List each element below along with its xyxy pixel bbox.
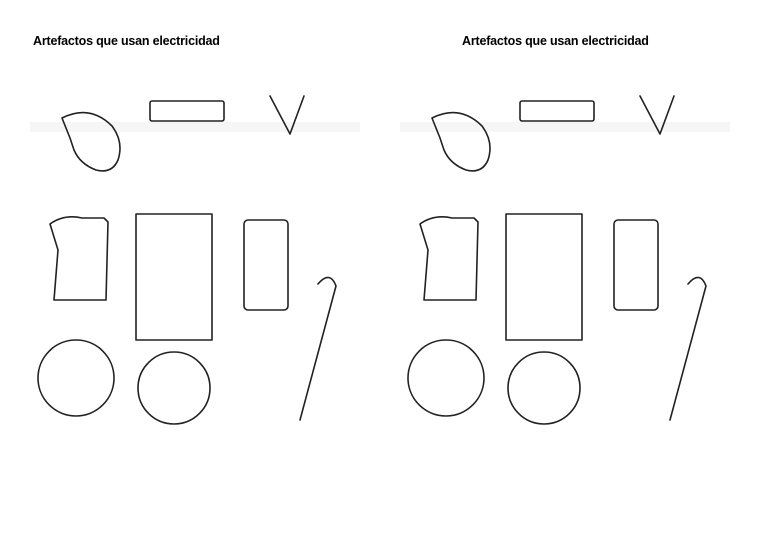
hand-mixer-icon (431, 111, 491, 172)
panel-title: Artefactos que usan electricidad (33, 34, 220, 48)
watermark (400, 122, 730, 132)
washing-machine-icon (135, 213, 213, 341)
worksheet-panel-left: Artefactos que usan electricidad (30, 34, 360, 425)
appliance-illustrations (30, 95, 360, 425)
watermark (30, 122, 360, 132)
fan-icon (407, 339, 485, 417)
television-icon (639, 95, 675, 135)
panel-title: Artefactos que usan electricidad (462, 34, 649, 48)
dishwasher-icon (149, 100, 225, 122)
wall-clock-icon (507, 351, 581, 425)
hand-mixer-icon (61, 111, 121, 172)
washing-machine-icon (505, 213, 583, 341)
coffee-maker-icon (49, 216, 109, 301)
worksheet-panel-right: Artefactos que usan electricidad (370, 0, 754, 544)
coffee-maker-icon (419, 216, 479, 301)
dishwasher-icon (519, 100, 595, 122)
fan-icon (37, 339, 115, 417)
water-heater-icon (613, 219, 659, 311)
vacuum-cleaner-icon (299, 276, 337, 421)
vacuum-cleaner-icon (669, 276, 707, 421)
television-icon (269, 95, 305, 135)
appliance-illustrations (400, 95, 730, 425)
wall-clock-icon (137, 351, 211, 425)
water-heater-icon (243, 219, 289, 311)
